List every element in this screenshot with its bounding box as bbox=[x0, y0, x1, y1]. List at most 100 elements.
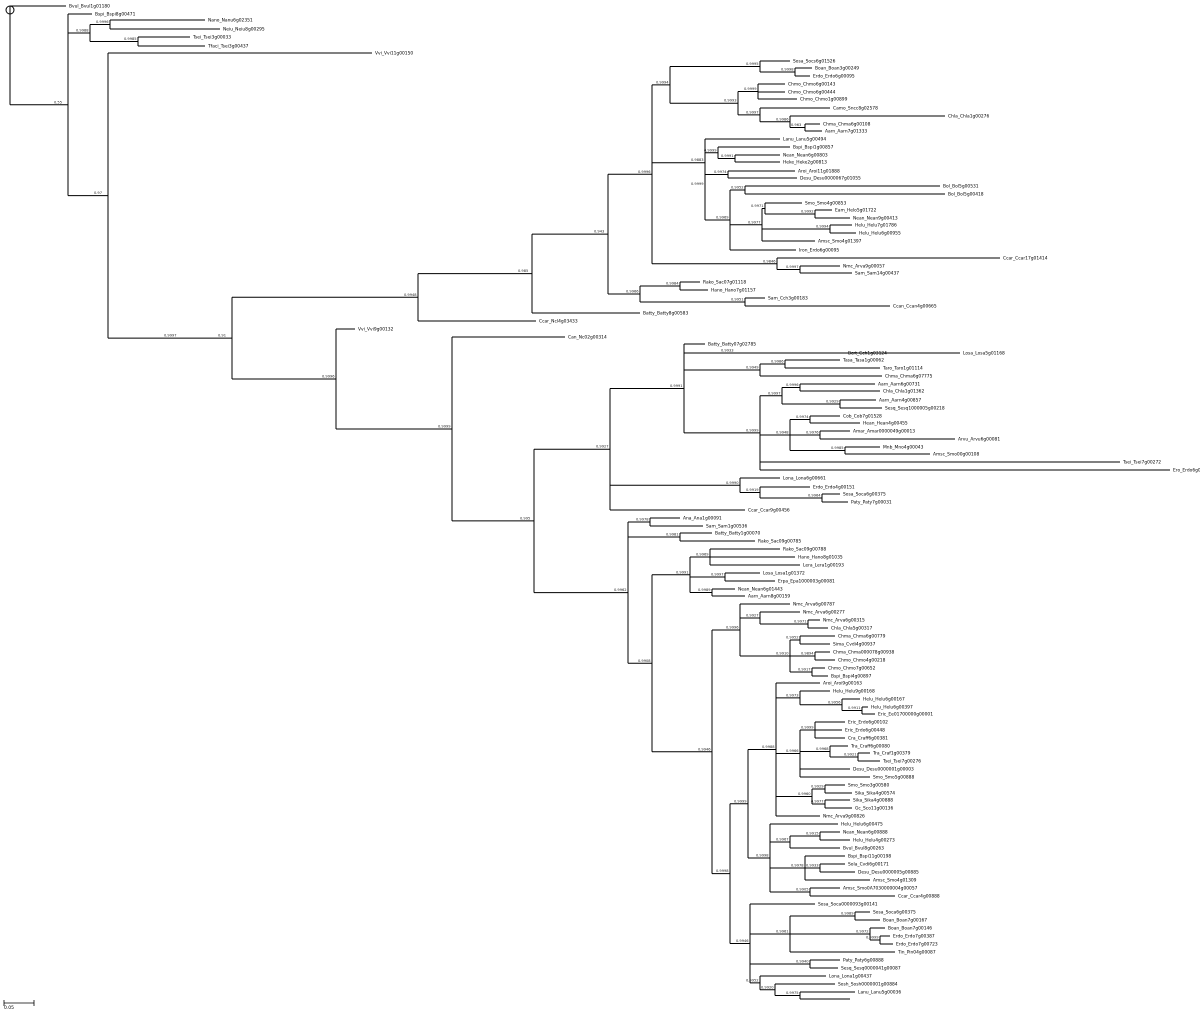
support-value: 0.9929 bbox=[826, 400, 839, 404]
support-value: 0.9999 bbox=[438, 424, 451, 428]
support-value: 0.9971 bbox=[751, 204, 764, 208]
tip-label: Chmo_Chmo6g00444 bbox=[788, 90, 836, 96]
support-value: 0.9991 bbox=[676, 570, 689, 574]
support-value: 0.9994 bbox=[816, 225, 829, 229]
support-value: 0.9956 bbox=[828, 700, 841, 704]
tip-label: Ccar_Ccar4g00888 bbox=[898, 894, 940, 900]
tip-label: Tin_Pin04g00087 bbox=[897, 950, 936, 956]
tip-label: Nean_Nean6g01443 bbox=[738, 587, 783, 593]
support-value: 0.9911 bbox=[848, 706, 861, 710]
support-value: 0.9933 bbox=[806, 864, 819, 868]
support-value: 0.9952 bbox=[731, 186, 744, 190]
tip-label: Gc_Sco11g00136 bbox=[855, 806, 893, 812]
scale-bar-line bbox=[3, 1000, 35, 1006]
support-value: 0.9976 bbox=[806, 431, 819, 435]
tip-label: Chla_Chla1g00276 bbox=[948, 114, 989, 120]
support-value: 0.9961 bbox=[776, 930, 789, 934]
tip-label: Ccar_Ccar17g01414 bbox=[1003, 256, 1048, 262]
support-value: 0.9946 bbox=[698, 747, 711, 751]
support-value: 0.9969 bbox=[716, 216, 729, 220]
tip-label: Sima_Cvdi4g00937 bbox=[833, 642, 876, 648]
tip-label: Mnb_Mno4g00043 bbox=[883, 445, 924, 451]
tip-label: Eric_Erdo6g00448 bbox=[845, 728, 885, 734]
tip-label: Batty_Batty07g02785 bbox=[708, 342, 756, 348]
support-value: 0.9999 bbox=[866, 936, 879, 940]
support-value: 0.9997 bbox=[768, 391, 781, 395]
tip-label: Chmo_Chmo7g00652 bbox=[828, 666, 876, 672]
tip-label: Tsei_Tsei7g00272 bbox=[1122, 460, 1161, 466]
support-value: 0.9997 bbox=[711, 573, 724, 577]
tip-label: Ccar_Ncl4g03433 bbox=[539, 319, 578, 325]
support-value: 0.9985 bbox=[831, 446, 844, 450]
support-value: 0.9952 bbox=[786, 636, 799, 640]
tip-label: Heke_Heke2g00813 bbox=[783, 160, 827, 166]
support-value: 0.9949 bbox=[746, 366, 759, 370]
support-value: 0.9986 bbox=[776, 117, 789, 121]
support-value: 0.9908 bbox=[638, 659, 651, 663]
tip-label: Aroi_Aroi11g01888 bbox=[798, 169, 840, 175]
tip-label: Tsei_Tsei7g00276 bbox=[882, 759, 921, 765]
support-value: 0.9999 bbox=[746, 428, 759, 432]
support-value: 0.9991 bbox=[721, 154, 734, 158]
tip-label: Smo_Smo5g00888 bbox=[873, 775, 914, 781]
support-value: 0.9915 bbox=[806, 832, 819, 836]
tip-label: Sosa_Soca6g00375 bbox=[843, 492, 886, 498]
support-value: 0.9917 bbox=[798, 668, 811, 672]
tip-label: Bol_Bol5g00418 bbox=[948, 192, 984, 198]
tip-label: Ana_Ana1g00091 bbox=[683, 516, 722, 522]
tip-label: Sosh_Sosh0000001g00884 bbox=[838, 982, 898, 988]
tip-label: Sosa_Soca0000093g00141 bbox=[818, 902, 878, 908]
support-value: 0.9989 bbox=[841, 912, 854, 916]
support-value: 0.9972 bbox=[856, 930, 869, 934]
tip-label: Eric_Erdo6g00102 bbox=[848, 720, 888, 726]
support-value: 0.9986 bbox=[771, 360, 784, 364]
support-value: 0.9894 bbox=[801, 652, 814, 656]
support-value: 0.9964 bbox=[808, 494, 821, 498]
tip-label: Bspi_Bspi1g00857 bbox=[793, 145, 834, 151]
tip-label: Boan_Boan7g00167 bbox=[883, 918, 927, 924]
tip-label: Lanu_Lanu5g00494 bbox=[783, 137, 826, 143]
support-value: 0.9999 bbox=[691, 182, 704, 186]
tip-label: Amsc_Smo00g00108 bbox=[933, 452, 979, 458]
support-value: 0.9988 bbox=[76, 29, 89, 33]
tip-label: Vvi_Vvi11g00150 bbox=[375, 51, 413, 57]
support-value: 0.9919 bbox=[746, 488, 759, 492]
tip-label: Chla_Chla5g00317 bbox=[831, 626, 872, 632]
support-value: 0.9997 bbox=[164, 334, 177, 338]
tip-label: Chla_Chla1g01362 bbox=[883, 389, 924, 395]
support-value: 0.9975 bbox=[786, 991, 799, 995]
tip-label: Chma_Chma6g00108 bbox=[823, 122, 871, 128]
tip-label: Sam_Sam1g00536 bbox=[706, 524, 747, 530]
tip-label: Paty_Paty6g00888 bbox=[843, 958, 884, 964]
support-value: 0.9994 bbox=[656, 80, 669, 84]
tip-label: Helu_Helu6g00475 bbox=[841, 822, 883, 828]
tip-label: Erdo_Erdo6g00095 bbox=[813, 74, 855, 80]
tip-label: Sola_Cvdi6g00171 bbox=[848, 862, 889, 868]
tip-label: Tra_Craff6g00080 bbox=[850, 744, 890, 750]
support-value: 0.9846 bbox=[763, 259, 776, 263]
tip-label: Aroi_Aroi9g00163 bbox=[823, 681, 862, 687]
support-value: 0.97 bbox=[94, 191, 102, 195]
tip-label: Sam_Sam14g00437 bbox=[855, 271, 899, 277]
support-value: 0.9951 bbox=[731, 298, 744, 302]
tip-label: Desu_Desu0000067g01055 bbox=[800, 176, 861, 182]
tip-label: Lera_Lera1g00193 bbox=[803, 563, 844, 569]
support-value: 0.9985 bbox=[124, 37, 137, 41]
tip-label: Tra_Craf1g00379 bbox=[872, 751, 911, 757]
tip-label: Nmc_Arva6g00277 bbox=[803, 610, 845, 616]
support-value: 0.9966 bbox=[626, 290, 639, 294]
support-value: 0.9883 bbox=[691, 158, 704, 162]
support-value: 0.9905 bbox=[796, 888, 809, 892]
support-value: 0.9998 bbox=[756, 854, 769, 858]
support-value: 0.943 bbox=[594, 230, 604, 234]
tip-label: Smo_Smo3g00580 bbox=[848, 783, 889, 789]
tip-label: Desu_Desu0000001g00003 bbox=[853, 767, 914, 773]
tip-label: Sosa_Soca6g00375 bbox=[873, 910, 916, 916]
support-value: 0.55 bbox=[54, 100, 62, 104]
support-value: 0.9960 bbox=[798, 792, 811, 796]
tip-label: Nean_Nean6g00803 bbox=[783, 153, 828, 159]
support-value: 0.9977 bbox=[811, 800, 824, 804]
support-value: 0.9999 bbox=[801, 726, 814, 730]
tip-label: Batty_Batty1g00070 bbox=[715, 531, 760, 537]
support-value: 0.91 bbox=[218, 334, 226, 338]
